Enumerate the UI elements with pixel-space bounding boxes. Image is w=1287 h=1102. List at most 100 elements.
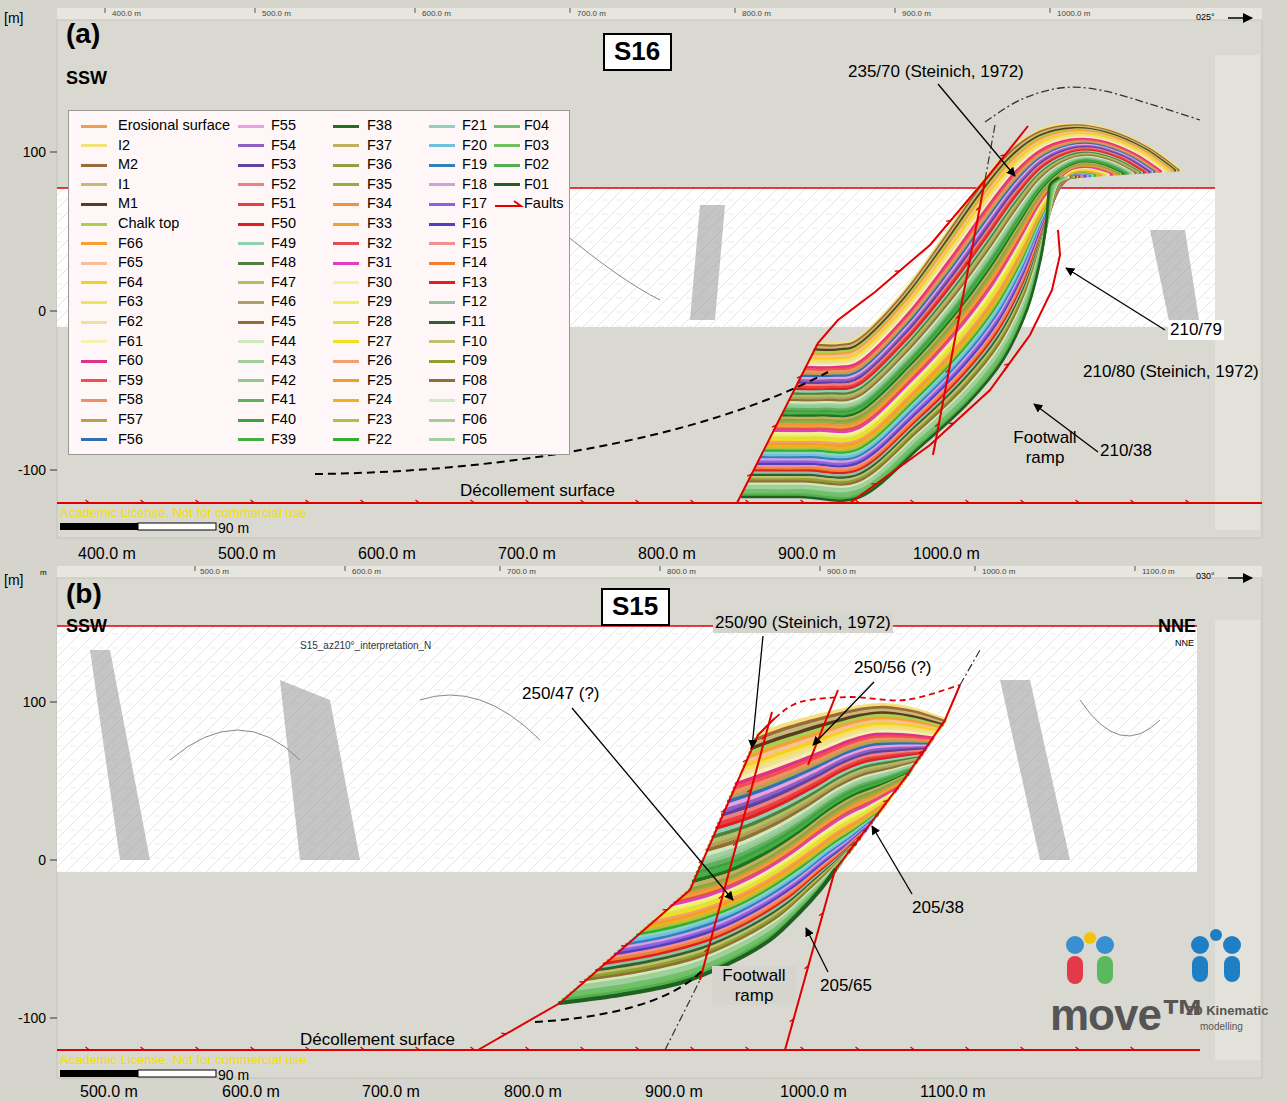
legend-text: F10 xyxy=(462,333,487,350)
fault-line xyxy=(933,180,985,455)
legend-text: F58 xyxy=(118,391,143,408)
legend-swatch xyxy=(429,419,455,422)
geo-line xyxy=(806,928,828,972)
label-text: 800.0 m xyxy=(667,567,696,576)
legend-text: F21 xyxy=(462,117,487,134)
label-text: 0 xyxy=(10,303,46,319)
label-text: 800.0 m xyxy=(504,1083,562,1101)
label-text: 700.0 m xyxy=(498,545,556,563)
geo-rect xyxy=(1224,956,1240,982)
fault-tick xyxy=(1071,500,1080,503)
geo-circle xyxy=(1191,936,1209,954)
label-text: 205/65 xyxy=(820,976,872,996)
fault-tick xyxy=(869,484,876,489)
legend-swatch xyxy=(81,438,107,441)
legend-swatch xyxy=(238,360,264,363)
legend-swatch xyxy=(429,242,455,245)
label-text: 030° xyxy=(1196,571,1215,581)
legend-swatch xyxy=(494,164,520,167)
fault-tick xyxy=(619,946,626,952)
legend-swatch xyxy=(429,144,455,147)
legend-swatch xyxy=(81,399,107,402)
legend-text: F28 xyxy=(367,313,392,330)
fault-tick xyxy=(719,896,723,905)
fault-tick xyxy=(947,423,954,429)
legend-text: F24 xyxy=(367,391,392,408)
geo-circle xyxy=(1210,929,1222,941)
legend-swatch xyxy=(238,183,264,186)
label-text: 205/38 xyxy=(912,898,964,918)
ruler-strip xyxy=(57,566,1262,578)
label-text: -100 xyxy=(10,462,46,478)
legend-text: Faults xyxy=(524,195,564,212)
label-text: 1000.0 m xyxy=(913,545,980,563)
fault-tick xyxy=(747,789,751,798)
fault-extension xyxy=(665,980,700,1050)
label-text: 1000.0 m xyxy=(780,1083,847,1101)
legend-swatch xyxy=(238,399,264,402)
legend-text: I2 xyxy=(118,137,130,154)
legend-text: I1 xyxy=(118,176,130,193)
legend-swatch xyxy=(333,419,359,422)
legend-swatch xyxy=(238,203,264,206)
legend-swatch xyxy=(333,242,359,245)
label-text: SSW xyxy=(66,68,107,89)
fault-tick xyxy=(498,1033,506,1038)
label-text: (a) xyxy=(66,18,100,50)
fault-tick xyxy=(966,261,970,270)
axis-ticks xyxy=(50,702,57,1018)
label-text: Academic License. Not for commercial use xyxy=(60,506,306,521)
label-text: 400.0 m xyxy=(112,9,141,18)
legend-swatch xyxy=(238,125,264,128)
label-text: 600.0 m xyxy=(222,1083,280,1101)
legend-text: F56 xyxy=(118,431,143,448)
legend-text: F11 xyxy=(462,313,486,330)
legend-swatch xyxy=(429,379,455,382)
legend-text: F13 xyxy=(462,274,487,291)
fault-tick xyxy=(961,1047,970,1050)
legend-text: F05 xyxy=(462,431,487,448)
legend-text: F37 xyxy=(367,137,392,154)
section-title-box: S15 xyxy=(601,588,670,626)
fault-tick xyxy=(906,1047,915,1050)
legend-swatch xyxy=(238,438,264,441)
fault-tick xyxy=(191,1047,200,1050)
legend-swatch xyxy=(429,125,455,128)
fault-tick xyxy=(136,500,145,503)
legend-text: F15 xyxy=(462,235,487,252)
fault-tick xyxy=(1004,364,1009,371)
geo-circle xyxy=(1084,932,1096,944)
geo-line xyxy=(813,682,874,745)
label-text: Footwall ramp xyxy=(712,966,796,1005)
fault-line xyxy=(57,1049,1200,1051)
legend-text: F06 xyxy=(462,411,487,428)
legend-swatch xyxy=(238,144,264,147)
side-strip xyxy=(1215,620,1260,1060)
fault-line xyxy=(808,690,838,765)
legend-text: F46 xyxy=(271,293,296,310)
label-text: 900.0 m xyxy=(827,567,856,576)
label-text: S15_az210°_interpretation_N xyxy=(300,640,431,652)
legend-text: F34 xyxy=(367,195,392,212)
label-text: SSW xyxy=(66,616,107,637)
label-text: 90 m xyxy=(218,520,249,536)
label-text: 500.0 m xyxy=(200,567,229,576)
legend-swatch xyxy=(333,281,359,284)
legend-text: F18 xyxy=(462,176,487,193)
label-text: m xyxy=(40,568,47,577)
legend-text: F09 xyxy=(462,352,487,369)
legend-swatch xyxy=(429,360,455,363)
leader-arrows xyxy=(572,84,1165,972)
fault-tick xyxy=(686,1047,695,1050)
geo-line xyxy=(938,84,1015,176)
legend-swatch xyxy=(81,164,107,167)
legend-swatch xyxy=(81,183,107,186)
legend-swatch xyxy=(238,301,264,304)
legend-swatch xyxy=(333,360,359,363)
fault-tick xyxy=(741,1047,750,1050)
geo-line xyxy=(872,826,912,894)
geo-rect xyxy=(1192,956,1208,982)
legend-text: F59 xyxy=(118,372,143,389)
legend-text: F60 xyxy=(118,352,143,369)
label-text: 210/38 xyxy=(1100,441,1152,461)
